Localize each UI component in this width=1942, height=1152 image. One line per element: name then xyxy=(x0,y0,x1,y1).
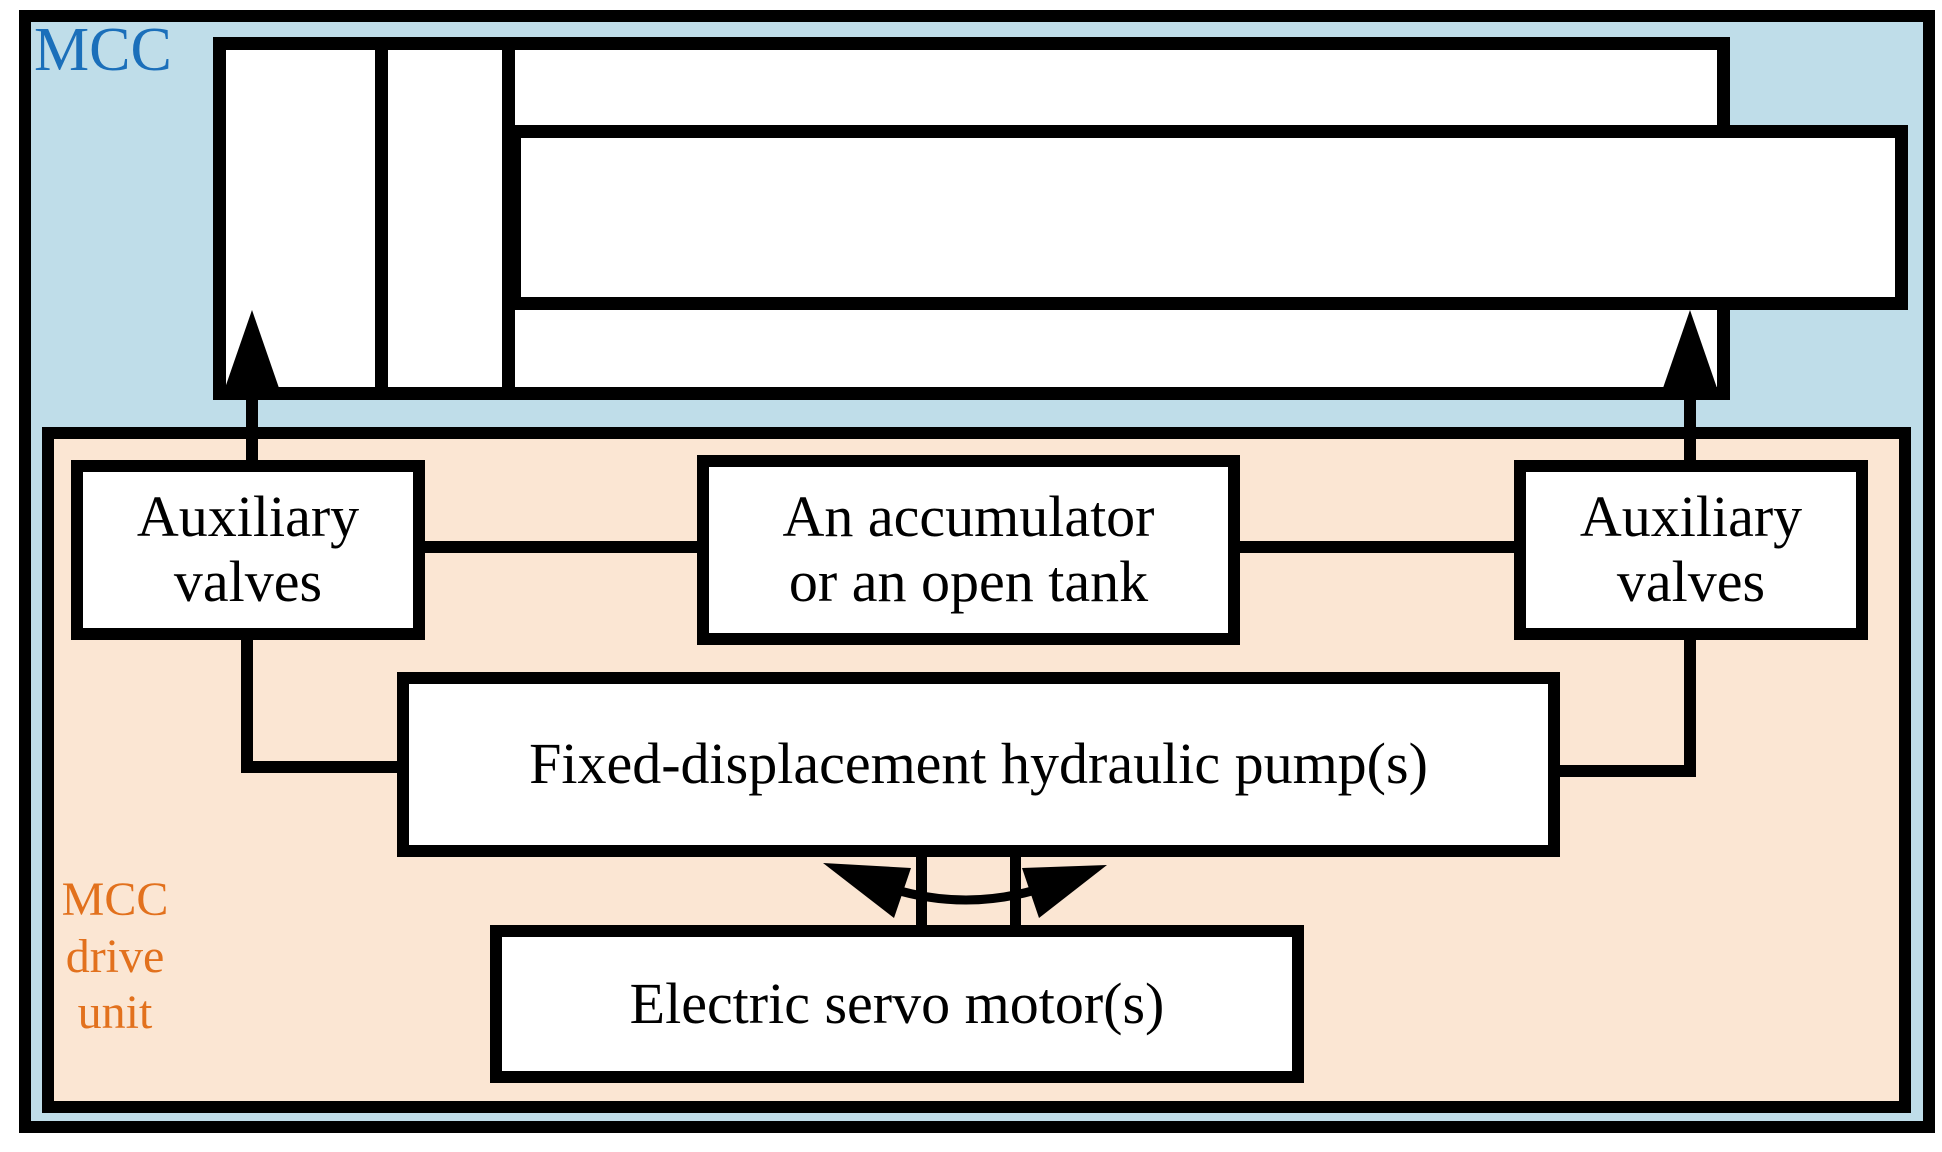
connector-auxleft-accumulator xyxy=(425,541,697,553)
flow-line-left xyxy=(246,378,258,466)
mcc-system-label: MCC xyxy=(34,16,172,84)
motor-shaft-left xyxy=(916,853,927,929)
cylinder-piston-divider-left xyxy=(375,37,388,400)
aux-valves-left-line2: valves xyxy=(173,549,323,614)
aux-valves-right-line2: valves xyxy=(1616,549,1766,614)
accumulator-line1: An accumulator xyxy=(782,484,1155,550)
aux-valves-left-line1: Auxiliary xyxy=(136,484,360,550)
pump-box: Fixed-displacement hydraulic pump(s) xyxy=(397,672,1560,857)
drive-unit-label-line1: MCC xyxy=(61,873,169,926)
cylinder-piston-divider-right xyxy=(502,37,515,400)
motor-label: Electric servo motor(s) xyxy=(629,970,1165,1036)
accumulator-box: An accumulator or an open tank xyxy=(697,455,1240,645)
drive-unit-label: MCC drive unit xyxy=(48,872,182,1042)
connector-auxright-pump-horizontal xyxy=(1556,765,1696,777)
aux-valves-right-line1: Auxiliary xyxy=(1579,484,1803,550)
connector-auxleft-pump-horizontal xyxy=(241,761,401,773)
pump-label: Fixed-displacement hydraulic pump(s) xyxy=(529,731,1428,797)
up-arrow-right-icon xyxy=(1663,310,1717,388)
rotation-arrows-icon xyxy=(823,863,1107,918)
connector-auxleft-pump-vertical xyxy=(241,636,253,773)
flow-line-right xyxy=(1684,378,1696,466)
aux-valves-right-box: Auxiliary valves xyxy=(1514,460,1868,640)
connector-auxright-pump-vertical xyxy=(1684,636,1696,777)
drive-unit-label-line2: drive xyxy=(65,929,165,983)
connector-accumulator-auxright xyxy=(1240,541,1514,553)
up-arrow-left-icon xyxy=(225,310,279,388)
cylinder-piston-rod xyxy=(508,125,1908,310)
motor-box: Electric servo motor(s) xyxy=(490,925,1304,1083)
accumulator-line2: or an open tank xyxy=(788,549,1149,614)
drive-unit-label-line3: unit xyxy=(77,986,153,1040)
aux-valves-left-box: Auxiliary valves xyxy=(71,460,425,640)
